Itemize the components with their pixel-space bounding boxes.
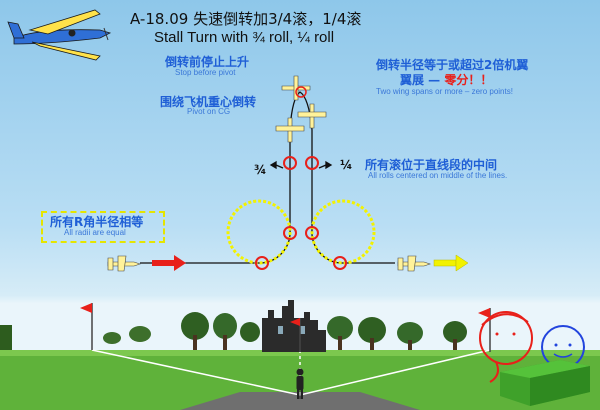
title-en: Stall Turn with ¾ roll, ¼ roll bbox=[154, 29, 335, 46]
judges-table bbox=[500, 360, 590, 406]
pivot-plane-icon bbox=[281, 75, 311, 101]
rolls-note-en: All rolls centered on middle of the line… bbox=[368, 171, 508, 180]
roll-direction-arrows bbox=[269, 160, 333, 170]
castle-icon bbox=[262, 300, 326, 352]
title-cn: 失速倒转加3/4滚，1/4滚 bbox=[193, 10, 362, 28]
down-line-plane-icon bbox=[297, 103, 327, 129]
radius-note-cn-b-text: 翼展 — bbox=[400, 73, 441, 87]
radii-note-en: All radii are equal bbox=[64, 228, 126, 237]
aerobatic-plane-icon bbox=[7, 9, 112, 61]
roll-label-three-quarter: ¾ bbox=[254, 163, 267, 177]
exit-arrow-icon bbox=[433, 254, 469, 272]
left-radius-guide bbox=[226, 199, 292, 265]
figure-code: A-18.09 bbox=[130, 10, 189, 28]
stop-note-en: Stop before pivot bbox=[175, 68, 236, 77]
flight-path bbox=[140, 91, 395, 264]
zero-points-warning: 零分！！ bbox=[444, 73, 493, 87]
roll-markers bbox=[255, 156, 347, 270]
entry-arrow-icon bbox=[152, 255, 186, 271]
pivot-note-en: Pivot on CG bbox=[187, 107, 231, 116]
flag-icon bbox=[478, 308, 491, 352]
right-radius-guide bbox=[310, 199, 376, 265]
stop-note-cn: 倒转前停止上升 bbox=[165, 55, 250, 69]
radii-note-cn: 所有R角半径相等 bbox=[50, 215, 144, 229]
exit-plane-icon bbox=[397, 255, 431, 272]
left-sight-line bbox=[91, 349, 301, 396]
equal-radii-box bbox=[41, 211, 165, 243]
tree-line bbox=[0, 312, 467, 350]
up-line-plane-icon bbox=[275, 117, 305, 143]
roll-label-quarter: ¼ bbox=[340, 158, 353, 172]
rolls-note-cn: 所有滚位于直线段的中间 bbox=[365, 158, 498, 172]
runway bbox=[180, 392, 420, 410]
title-line-cn: A-18.09 失速倒转加3/4滚，1/4滚 bbox=[130, 8, 361, 29]
flag-icon bbox=[80, 303, 93, 350]
radius-note-cn-a: 倒转半径等于或超过2倍机翼 bbox=[376, 58, 529, 72]
right-sight-line bbox=[299, 349, 491, 396]
radius-note-cn-b: 翼展 — 零分！！ bbox=[400, 71, 492, 88]
radius-note-en: Two wing spans or more – zero points! bbox=[376, 87, 513, 96]
judge-red-icon bbox=[479, 311, 533, 383]
pivot-note-cn: 围绕飞机重心倒转 bbox=[160, 95, 257, 109]
pilot-icon bbox=[296, 368, 304, 399]
flag-icon bbox=[290, 318, 301, 352]
entry-plane-icon bbox=[107, 255, 141, 272]
